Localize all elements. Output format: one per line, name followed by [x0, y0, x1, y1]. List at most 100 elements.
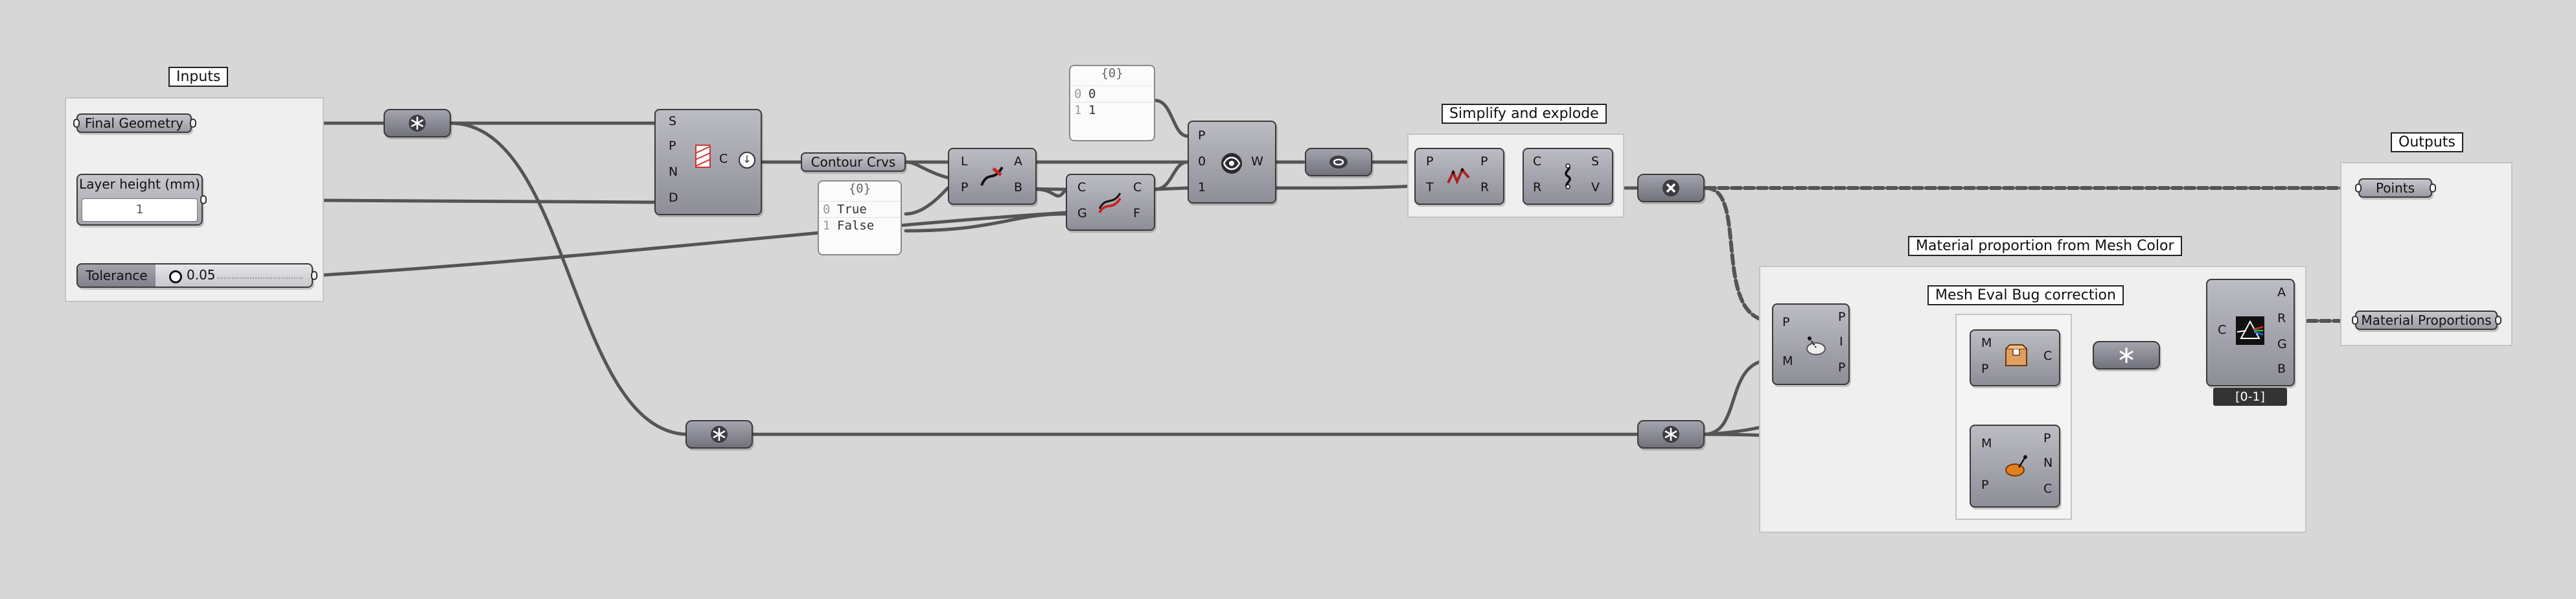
layer-height-value: 1	[135, 202, 144, 217]
mesh-eval-component[interactable]: M P P N C	[1970, 425, 2060, 508]
contour-crvs-param[interactable]: Contour Crvs	[801, 152, 906, 172]
wire-bool-to-dispatch	[904, 212, 1068, 233]
output-port-C[interactable]: C	[2043, 349, 2053, 363]
input-port-C[interactable]: C	[1077, 180, 1087, 194]
contour-component[interactable]: S P N D C ↓	[654, 109, 762, 215]
weave-component[interactable]: P 0 1 W	[1188, 121, 1276, 204]
input-port-M[interactable]: M	[1981, 436, 1992, 451]
output-port-A[interactable]: A	[2277, 285, 2286, 300]
relay-pick-output[interactable]	[1305, 148, 1372, 176]
wire-eval-B	[1035, 187, 1068, 198]
split-range-badge: [0-1]	[2213, 388, 2287, 406]
input-port-P[interactable]: P	[1981, 362, 1989, 376]
group-label-simplify: Simplify and explode	[1442, 104, 1607, 124]
evaluate-curve-icon	[980, 166, 1004, 186]
output-port-C[interactable]: C	[2043, 482, 2053, 496]
input-port-M[interactable]: M	[1782, 354, 1793, 368]
grip[interactable]	[2430, 183, 2436, 193]
final-geometry-param[interactable]: Final Geometry	[76, 113, 192, 133]
relay-color-output[interactable]	[2093, 341, 2160, 370]
explode-component[interactable]: C R S V	[1523, 148, 1613, 205]
output-port-N[interactable]: N	[2043, 456, 2053, 470]
layer-height-value-box[interactable]: 1	[82, 198, 198, 222]
grip[interactable]	[73, 119, 80, 128]
mesh-closest-point-component[interactable]: P M P I P	[1772, 303, 1850, 385]
deconstruct-mesh-component[interactable]: M P C	[1970, 329, 2060, 386]
output-port-R[interactable]: R	[2277, 311, 2286, 325]
output-port-B[interactable]: B	[1014, 180, 1023, 194]
output-port-W[interactable]: W	[1251, 154, 1263, 169]
grip[interactable]	[2355, 183, 2362, 193]
relay-bottom-left[interactable]	[685, 420, 753, 449]
input-port-S[interactable]: S	[669, 114, 677, 128]
simplify-component[interactable]: P T P R	[1414, 148, 1504, 205]
input-port-G[interactable]: G	[1077, 206, 1087, 220]
cull-icon	[1662, 180, 1679, 196]
tolerance-slider[interactable]: Tolerance 0.05	[76, 263, 313, 288]
relay-bottom-right[interactable]	[1637, 420, 1705, 449]
flatten-icon[interactable]: ↓	[739, 152, 755, 169]
relay-geometry[interactable]	[384, 109, 451, 137]
output-port-C[interactable]: C	[719, 152, 728, 166]
output-port-P[interactable]: P	[2043, 431, 2051, 445]
grip[interactable]	[311, 271, 317, 280]
input-port-M[interactable]: M	[1981, 336, 1992, 350]
layer-height-slider[interactable]: Layer height (mm) 1	[76, 174, 203, 226]
input-port-0[interactable]: 0	[1198, 154, 1206, 169]
grip[interactable]	[190, 119, 196, 128]
split-argb-component[interactable]: C A R G B	[2206, 279, 2295, 386]
output-port-P[interactable]: P	[1838, 310, 1846, 324]
output-port-V[interactable]: V	[1591, 180, 1600, 194]
material-proportions-output-param[interactable]: Material Proportions	[2355, 311, 2498, 330]
group-label-material: Material proportion from Mesh Color	[1908, 236, 2182, 256]
contour-icon	[695, 145, 711, 168]
relay-explode-output[interactable]	[1637, 174, 1705, 202]
grip[interactable]	[2495, 316, 2501, 325]
wire-tolerance-to-dispatch	[313, 211, 1068, 277]
relay-icon	[1329, 156, 1348, 169]
wire-relay3-to-mcp	[1704, 186, 1774, 323]
output-port-F[interactable]: F	[1133, 206, 1140, 220]
grip[interactable]	[200, 195, 207, 204]
input-port-C[interactable]: C	[1533, 154, 1542, 169]
group-label-inputs: Inputs	[168, 67, 229, 87]
input-port-R[interactable]: R	[1533, 180, 1542, 194]
input-port-N[interactable]: N	[669, 165, 678, 179]
wire-dispatch-C	[1153, 160, 1190, 191]
tolerance-value: 0.05	[187, 267, 216, 283]
output-port-P[interactable]: P	[1480, 154, 1488, 169]
points-output-param[interactable]: Points	[2358, 178, 2432, 198]
grip[interactable]	[2352, 316, 2358, 325]
input-port-T[interactable]: T	[1426, 180, 1434, 194]
slider-knob[interactable]	[169, 270, 182, 283]
input-port-P[interactable]: P	[1426, 154, 1434, 169]
mesh-eval-icon	[2005, 455, 2027, 476]
output-port-A[interactable]: A	[1014, 154, 1022, 169]
output-port-I[interactable]: I	[1839, 335, 1843, 349]
dispatch-component[interactable]: C G C F	[1066, 174, 1155, 231]
input-port-P[interactable]: P	[961, 180, 969, 194]
input-port-P[interactable]: P	[669, 139, 676, 153]
dispatch-icon	[1098, 193, 1121, 214]
input-port-P[interactable]: P	[1198, 128, 1206, 143]
output-port-P[interactable]: P	[1838, 360, 1846, 375]
input-port-P[interactable]: P	[1981, 478, 1989, 492]
input-port-P[interactable]: P	[1782, 315, 1790, 329]
output-port-S[interactable]: S	[1591, 154, 1600, 169]
evaluate-length-component[interactable]: L P A B	[948, 148, 1037, 205]
input-port-C[interactable]: C	[2218, 323, 2227, 337]
input-port-L[interactable]: L	[961, 154, 968, 169]
output-port-R[interactable]: R	[1480, 180, 1489, 194]
input-port-1[interactable]: 1	[1198, 180, 1206, 194]
input-port-D[interactable]: D	[669, 191, 678, 205]
group-label-meshbug: Mesh Eval Bug correction	[1927, 285, 2124, 305]
output-port-B[interactable]: B	[2277, 362, 2286, 376]
output-port-C[interactable]: C	[1133, 180, 1142, 194]
output-port-G[interactable]: G	[2277, 337, 2287, 351]
